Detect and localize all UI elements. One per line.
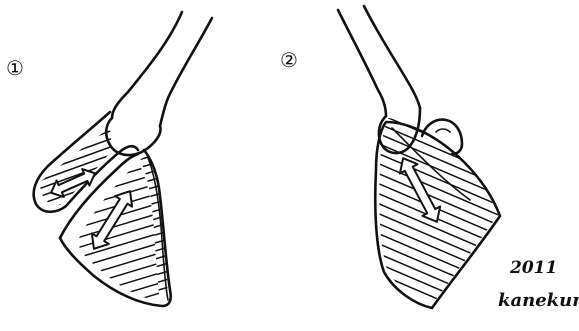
arrow-subscapularis-2 <box>394 154 445 227</box>
humerus-2-back-edge <box>364 6 420 108</box>
coracoid-2 <box>422 120 462 154</box>
figure-2-scapula <box>338 6 510 331</box>
humerus-1-front-edge <box>112 12 182 118</box>
humerus-1-back-edge <box>160 18 212 126</box>
figure-1-number-label: ① <box>6 56 24 80</box>
coracoid-2-inner <box>436 129 450 132</box>
figure-1-scapula <box>30 12 212 320</box>
arrow-infraspinatus-1 <box>86 186 139 254</box>
signature-year: 2011 <box>510 258 557 278</box>
humeral-head-1 <box>106 118 160 155</box>
signature-name: kanekuni <box>498 290 579 311</box>
figure-2-number-label: ② <box>280 48 298 72</box>
humerus-2-front-edge <box>338 10 386 116</box>
scapula-1-upper-edge <box>34 112 110 212</box>
